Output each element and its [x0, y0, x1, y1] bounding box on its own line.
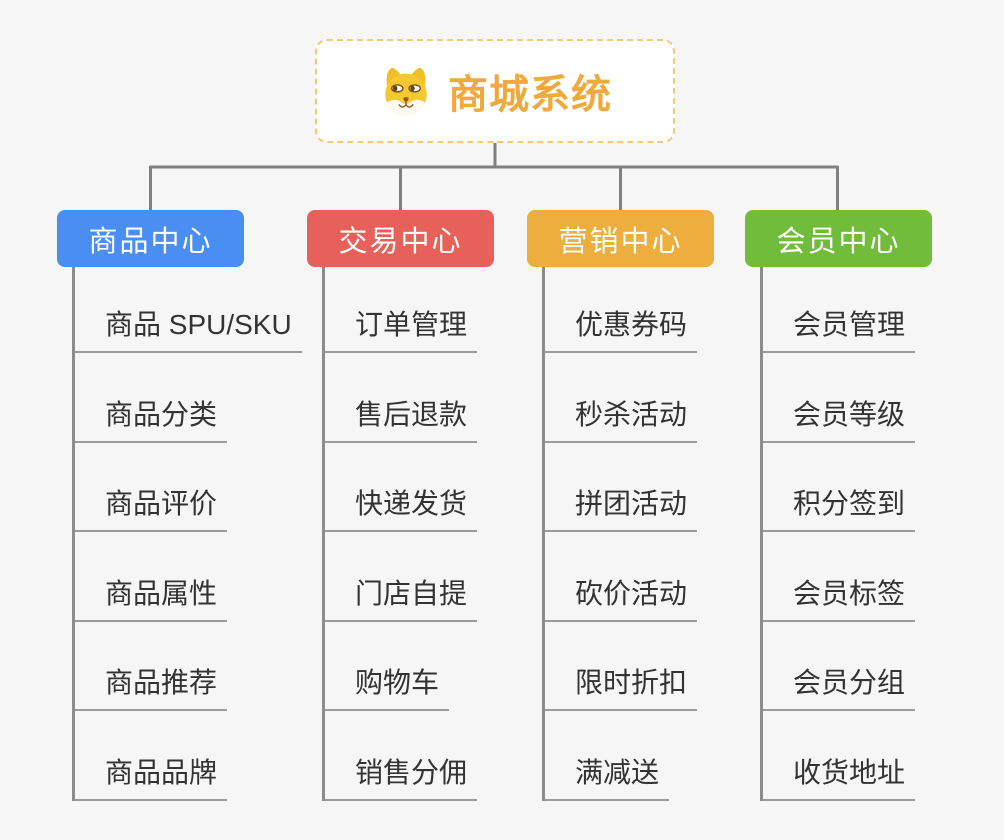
leaf-node[interactable]: 销售分佣	[325, 751, 478, 801]
leaf-row: 快递发货	[325, 443, 547, 532]
leaf-node[interactable]: 秒杀活动	[545, 393, 698, 443]
leaf-row: 商品推荐	[75, 622, 297, 711]
leaf-row: 销售分佣	[325, 711, 547, 801]
branch-node[interactable]: 商品中心	[57, 210, 244, 267]
root-title: 商城系统	[448, 73, 612, 117]
leaf-node[interactable]: 商品品牌	[75, 751, 228, 801]
leaf-row: 会员等级	[763, 353, 985, 443]
branch-leaf-list: 订单管理售后退款快递发货门店自提购物车销售分佣	[322, 267, 547, 801]
branch-column: 交易中心订单管理售后退款快递发货门店自提购物车销售分佣	[307, 210, 547, 801]
leaf-node[interactable]: 积分签到	[763, 482, 916, 532]
leaf-node[interactable]: 拼团活动	[545, 482, 698, 532]
leaf-node[interactable]: 订单管理	[325, 303, 478, 353]
root-node[interactable]: 商城系统	[315, 39, 675, 143]
leaf-node[interactable]: 会员标签	[763, 572, 916, 622]
leaf-row: 秒杀活动	[545, 353, 767, 443]
leaf-node[interactable]: 收货地址	[763, 751, 916, 801]
leaf-row: 拼团活动	[545, 443, 767, 532]
leaf-node[interactable]: 满减送	[545, 751, 670, 801]
leaf-node[interactable]: 商品 SPU/SKU	[75, 303, 302, 353]
leaf-node[interactable]: 商品评价	[75, 482, 228, 532]
leaf-row: 商品品牌	[75, 711, 297, 801]
leaf-node[interactable]: 购物车	[325, 661, 450, 711]
leaf-row: 商品属性	[75, 532, 297, 622]
branch-column: 商品中心商品 SPU/SKU 商品分类商品评价商品属性商品推荐商品品牌	[57, 210, 302, 801]
branch-column: 营销中心优惠券码秒杀活动拼团活动砍价活动限时折扣满减送	[527, 210, 767, 801]
leaf-node[interactable]: 售后退款	[325, 393, 478, 443]
leaf-node[interactable]: 优惠券码	[545, 303, 698, 353]
leaf-row: 购物车	[325, 622, 547, 711]
leaf-row: 门店自提	[325, 532, 547, 622]
leaf-row: 订单管理	[325, 267, 547, 353]
leaf-row: 砍价活动	[545, 532, 767, 622]
leaf-row: 限时折扣	[545, 622, 767, 711]
leaf-node[interactable]: 快递发货	[325, 482, 478, 532]
leaf-node[interactable]: 商品分类	[75, 393, 228, 443]
branch-leaf-list: 优惠券码秒杀活动拼团活动砍价活动限时折扣满减送	[542, 267, 767, 801]
leaf-row: 商品分类	[75, 353, 297, 443]
leaf-row: 优惠券码	[545, 267, 767, 353]
branch-node[interactable]: 交易中心	[307, 210, 494, 267]
leaf-row: 会员分组	[763, 622, 985, 711]
leaf-node[interactable]: 商品推荐	[75, 661, 228, 711]
leaf-row: 商品评价	[75, 443, 297, 532]
branch-node[interactable]: 会员中心	[745, 210, 932, 267]
leaf-row: 售后退款	[325, 353, 547, 443]
branch-leaf-list: 会员管理会员等级积分签到会员标签会员分组收货地址	[760, 267, 985, 801]
leaf-row: 商品 SPU/SKU	[75, 267, 302, 353]
leaf-node[interactable]: 商品属性	[75, 572, 228, 622]
leaf-node[interactable]: 限时折扣	[545, 661, 698, 711]
branch-node[interactable]: 营销中心	[527, 210, 714, 267]
leaf-row: 收货地址	[763, 711, 985, 801]
leaf-row: 满减送	[545, 711, 767, 801]
leaf-node[interactable]: 门店自提	[325, 572, 478, 622]
leaf-row: 会员标签	[763, 532, 985, 622]
leaf-node[interactable]: 会员等级	[763, 393, 916, 443]
shiba-dog-icon	[378, 65, 434, 117]
leaf-node[interactable]: 会员分组	[763, 661, 916, 711]
leaf-node[interactable]: 砍价活动	[545, 572, 698, 622]
leaf-row: 会员管理	[763, 267, 985, 353]
leaf-node[interactable]: 会员管理	[763, 303, 916, 353]
leaf-row: 积分签到	[763, 443, 985, 532]
branch-column: 会员中心会员管理会员等级积分签到会员标签会员分组收货地址	[745, 210, 985, 801]
branch-leaf-list: 商品 SPU/SKU 商品分类商品评价商品属性商品推荐商品品牌	[72, 267, 302, 801]
